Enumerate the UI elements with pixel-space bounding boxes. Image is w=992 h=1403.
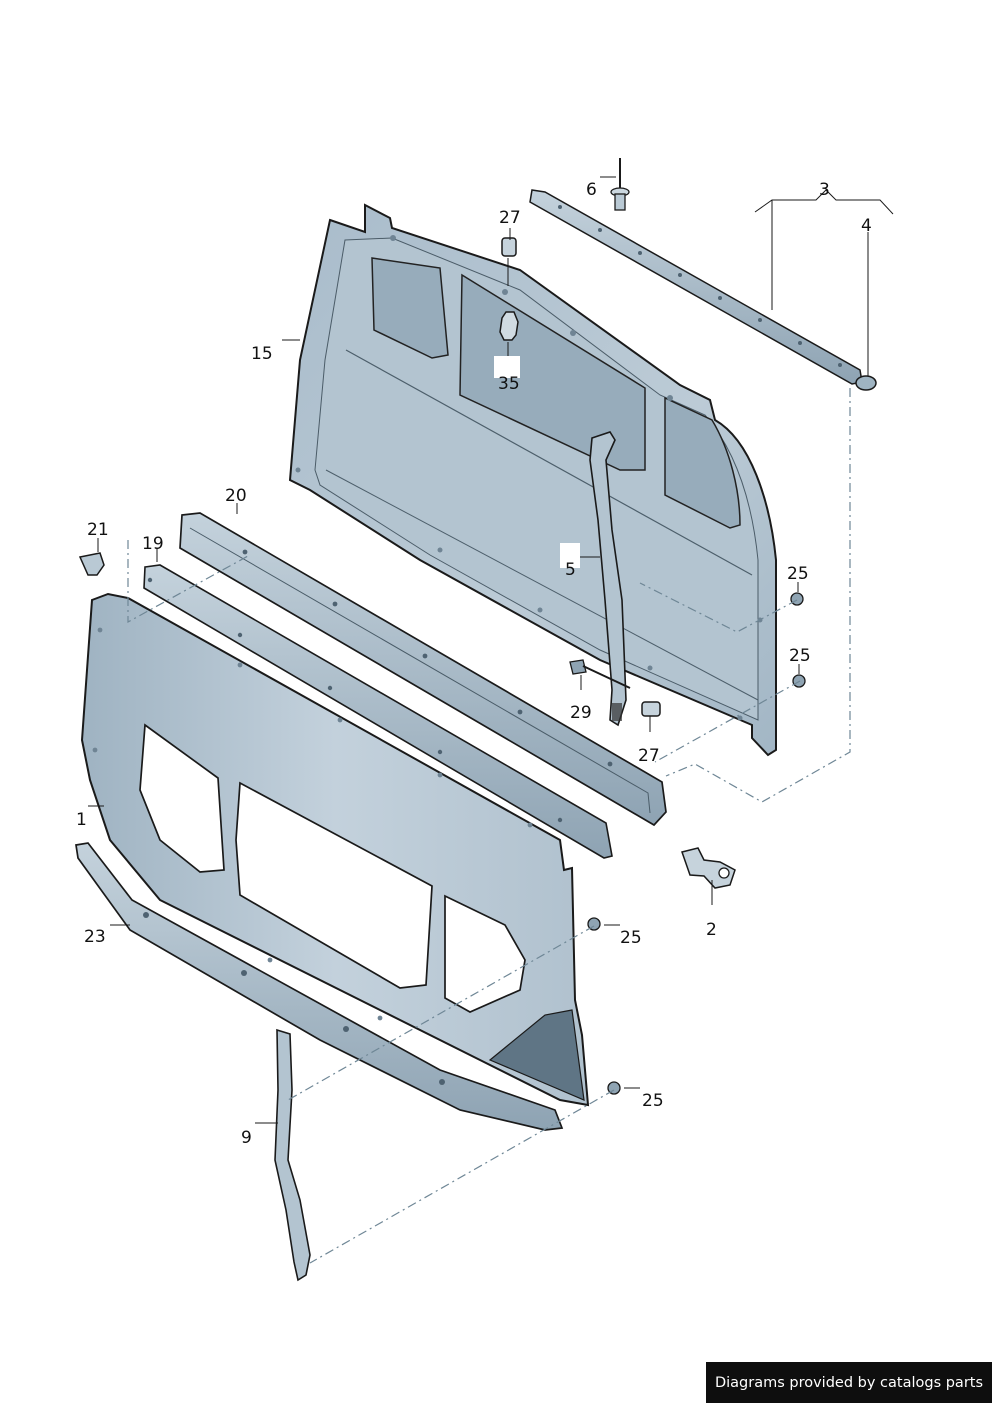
part-label-35: 35 [498, 374, 520, 394]
part-label-25-d: 25 [642, 1091, 664, 1111]
part-label-25-c: 25 [620, 928, 642, 948]
attribution-footer: Diagrams provided by catalogs parts [706, 1362, 992, 1403]
part-label-19: 19 [142, 534, 164, 554]
part-label-3: 3 [819, 180, 830, 200]
side-strut [274, 1028, 311, 1282]
threaded-nut-lower [641, 701, 661, 717]
part-label-27-upper: 27 [499, 208, 521, 228]
part-label-25-a: 25 [787, 564, 809, 584]
lashing-hook [681, 847, 736, 889]
part-label-2: 2 [706, 920, 717, 940]
part-label-15: 15 [251, 344, 273, 364]
part-label-21: 21 [87, 520, 109, 540]
part-label-27-lower: 27 [638, 746, 660, 766]
part-label-23: 23 [84, 927, 106, 947]
bolt [569, 659, 631, 689]
rivet-fastener [610, 158, 630, 211]
leader-lines [88, 176, 894, 1124]
part-label-5: 5 [565, 560, 576, 580]
part-label-20: 20 [225, 486, 247, 506]
retaining-clip [494, 311, 520, 378]
upper-rail-channel [179, 512, 667, 827]
part-label-25-b: 25 [789, 646, 811, 666]
part-label-6: 6 [586, 180, 597, 200]
bulkhead-front-panel [80, 592, 590, 1107]
end-cap [855, 375, 877, 391]
bulkhead-rear-panel [288, 203, 777, 757]
vertical-bracket [560, 431, 627, 727]
threaded-nut-upper [501, 237, 517, 257]
assembly-lines [127, 388, 851, 1264]
lower-rail-strip [143, 564, 613, 859]
part-label-29: 29 [570, 703, 592, 723]
part-label-9: 9 [241, 1128, 252, 1148]
bottom-rail [75, 842, 564, 1131]
attribution-text: Diagrams provided by catalogs parts [714, 1374, 984, 1391]
push-clip [78, 552, 105, 576]
part-label-4: 4 [861, 216, 872, 236]
part-label-1: 1 [76, 810, 87, 830]
